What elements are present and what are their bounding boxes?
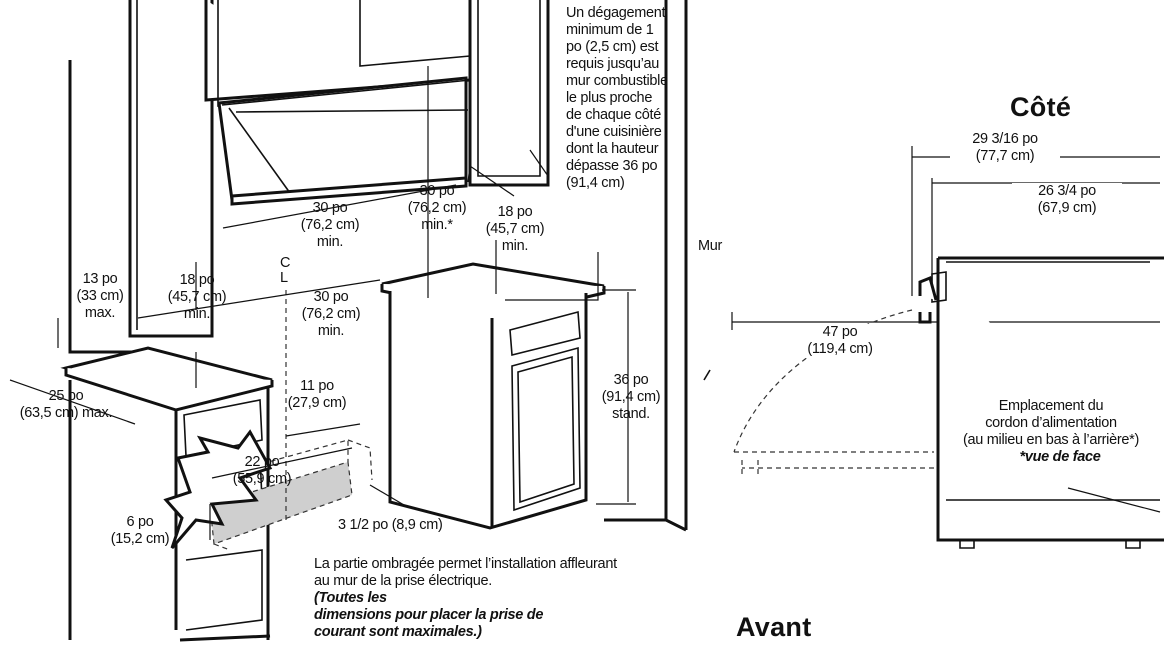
cord-location-note: Emplacement du cordon d’alimentation (au… xyxy=(940,398,1162,449)
shaded-area-note-italic: (Toutes les dimensions pour placer la pr… xyxy=(314,590,544,640)
counter-height-dimension: 36 po (91,4 cm) stand. xyxy=(601,372,661,422)
outlet-offset-dimension: 3 1/2 po (8,9 cm) xyxy=(338,517,443,533)
right-base-cabinet xyxy=(380,262,606,530)
dimension-lines xyxy=(9,66,636,540)
hood-height-dimension: 30 po (76,2 cm) min.* xyxy=(407,183,467,233)
hood-width-dimension: 30 po (76,2 cm) min. xyxy=(300,200,360,250)
cabinet-depth-dimension: 13 po (33 cm) max. xyxy=(76,271,124,321)
counter-depth-dimension: 25 po (63,5 cm) max. xyxy=(19,388,113,421)
shaded-area-note: La partie ombragée permet l’installation… xyxy=(314,556,617,589)
front-view-heading: Avant xyxy=(736,612,812,642)
clearance-note: Un dégagement minimum de 1 po (2,5 cm) e… xyxy=(566,5,668,191)
upper-cabinet-right-clearance: 18 po (45,7 cm) min. xyxy=(485,204,545,254)
range-width-dimension: 30 po (76,2 cm) min. xyxy=(301,289,361,339)
centerline-label: C L xyxy=(280,255,291,286)
side-body-depth-dimension: 26 3/4 po (67,9 cm) xyxy=(1012,183,1122,217)
upper-cabinet-left-clearance: 18 po (45,7 cm) min. xyxy=(167,272,227,322)
front-view-note: *vue de face xyxy=(1019,449,1101,465)
door-open-dimension: 47 po (119,4 cm) xyxy=(780,324,900,358)
side-view-heading: Côté xyxy=(1010,92,1072,122)
wall-label: Mur xyxy=(698,238,723,254)
outlet-width-dimension: 22 po (55,9 cm) xyxy=(232,454,292,487)
wall-lines xyxy=(604,0,711,532)
outlet-depth-dimension: 6 po (15,2 cm) xyxy=(110,514,170,547)
range-hood xyxy=(217,76,471,206)
outlet-height-dimension: 11 po (27,9 cm) xyxy=(287,378,347,411)
side-total-depth-dimension: 29 3/16 po (77,7 cm) xyxy=(950,131,1060,165)
cutaway-burst xyxy=(163,429,273,549)
